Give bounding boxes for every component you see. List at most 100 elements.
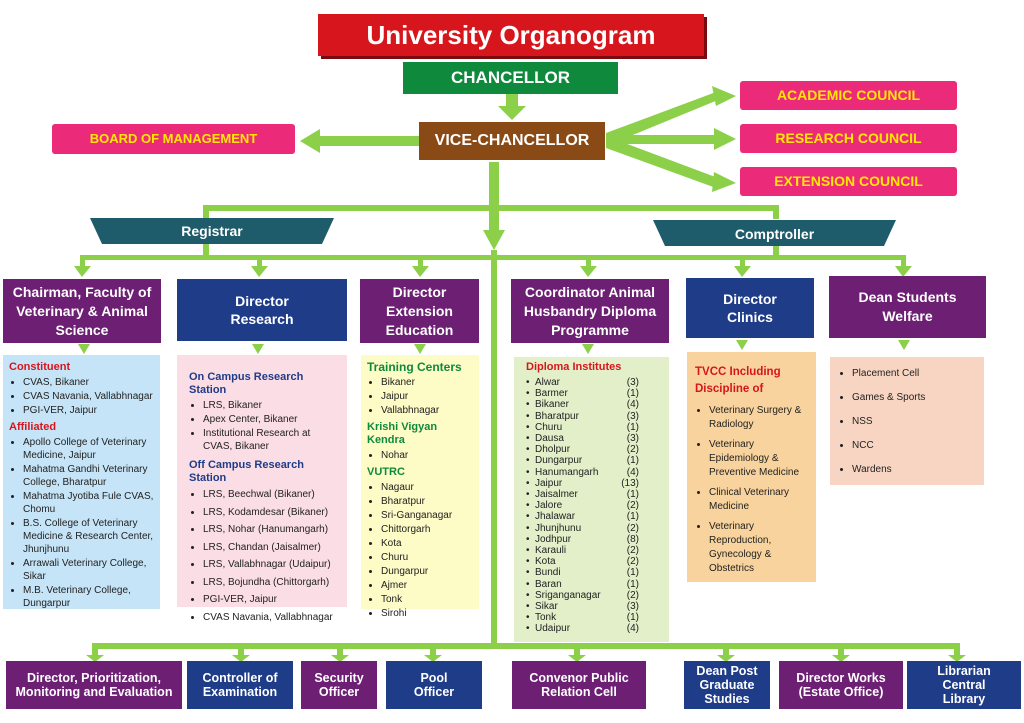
diploma-row: Tonk(1)	[526, 612, 639, 623]
registrar-label: Registrar	[181, 223, 243, 239]
diploma-row: Sikar(3)	[526, 601, 639, 612]
off-campus-heading: Off Campus Research Station	[189, 459, 304, 484]
diploma-row: Jodhpur(8)	[526, 534, 639, 545]
off-campus-list: LRS, Beechwal (Bikaner) LRS, Kodamdesar …	[189, 487, 341, 626]
list-item: Sirohi	[381, 607, 473, 620]
list-item: NSS	[852, 415, 978, 428]
list-item: Ajmer	[381, 579, 473, 592]
list-item: Wardens	[852, 463, 978, 476]
comptroller-shape	[653, 220, 896, 246]
diploma-count: (3)	[626, 377, 639, 388]
diploma-district: Churu	[526, 422, 562, 433]
head-director-clinics: Director Clinics	[686, 278, 814, 338]
diploma-row: Kota (2)	[526, 556, 639, 567]
list-item: Nohar	[381, 449, 473, 462]
on-campus-heading: On Campus Research Station	[189, 371, 304, 396]
research-panel: On Campus Research Station LRS, Bikaner …	[177, 355, 347, 623]
diploma-count: (2)	[626, 589, 639, 601]
diploma-panel: Diploma Institutes Alwar(3)Barmer(1)Bika…	[514, 357, 669, 642]
diploma-row: Bikaner(4)	[526, 399, 639, 410]
head-dean-students-welfare: Dean Students Welfare	[829, 276, 986, 338]
diploma-count: (2)	[626, 500, 639, 512]
diploma-row: Hanumangarh(4)	[526, 467, 639, 478]
diploma-count: (2)	[626, 545, 639, 557]
diploma-count: (1)	[626, 578, 639, 590]
diploma-row: Dholpur(2)	[526, 444, 639, 455]
welfare-panel: Placement Cell Games & Sports NSS NCC Wa…	[830, 357, 984, 485]
diploma-count: (1)	[626, 511, 639, 523]
diploma-count: (1)	[626, 567, 639, 579]
list-item: Arrawali Veterinary College, Sikar	[23, 557, 154, 583]
diploma-count: (3)	[626, 410, 639, 422]
diploma-list: Alwar(3)Barmer(1)Bikaner(4)Bharatpur(3)C…	[526, 377, 639, 635]
diploma-count: (13)	[621, 477, 639, 489]
list-item: PGI-VER, Jaipur	[23, 404, 154, 417]
chancellor-box: CHANCELLOR	[403, 62, 618, 94]
tvcc-heading: TVCC Including Discipline of	[695, 366, 781, 395]
diploma-district: Hanumangarh	[526, 467, 598, 478]
bottom-librarian: Librarian Central Library	[907, 661, 1021, 709]
vutrc-heading: VUTRC	[367, 466, 405, 478]
list-item: LRS, Beechwal (Bikaner)	[203, 487, 341, 504]
bottom-security-officer: Security Officer	[301, 661, 377, 709]
diploma-district: Bharatpur	[526, 411, 579, 422]
list-item: Clinical Veterinary Medicine	[709, 486, 810, 514]
diploma-district: Sriganganagar	[526, 590, 601, 601]
board-of-management-box: BOARD OF MANAGEMENT	[52, 124, 295, 154]
diploma-district: Jhalawar	[526, 511, 575, 522]
bottom-controller-examination: Controller of Examination	[187, 661, 293, 709]
affiliated-heading: Affiliated	[9, 421, 57, 433]
training-centers-heading: Training Centers	[367, 360, 462, 374]
diploma-count: (1)	[626, 455, 639, 467]
diploma-count: (1)	[626, 421, 639, 433]
list-item: Games & Sports	[852, 391, 978, 404]
list-item: Jaipur	[381, 390, 473, 403]
diploma-heading: Diploma Institutes	[526, 361, 622, 373]
diploma-count: (2)	[626, 556, 639, 568]
vice-chancellor-box: VICE-CHANCELLOR	[419, 122, 605, 160]
bottom-pool-officer: Pool Officer	[386, 661, 482, 709]
list-item: Dungarpur	[381, 565, 473, 578]
extension-panel: Training Centers Bikaner Jaipur Vallabhn…	[361, 355, 479, 619]
diploma-district: Jaisalmer	[526, 489, 578, 500]
list-item: Chittorgarh	[381, 523, 473, 536]
head-coordinator-diploma: Coordinator Animal Husbandry Diploma Pro…	[511, 279, 669, 343]
clinics-list: Veterinary Surgery & Radiology Veterinar…	[695, 404, 810, 576]
list-item: Placement Cell	[852, 367, 978, 380]
diploma-row: Sriganganagar (2)	[526, 590, 639, 601]
diploma-district: Alwar	[526, 377, 560, 388]
list-item: Bharatpur	[381, 495, 473, 508]
diploma-district: Kota	[526, 556, 556, 567]
diploma-row: Jhunjhunu(2)	[526, 523, 639, 534]
diploma-row: Jaisalmer(1)	[526, 489, 639, 500]
list-item: PGI-VER, Jaipur	[203, 592, 341, 609]
list-item: M.B. Veterinary College, Dungarpur	[23, 584, 154, 610]
diploma-district: Tonk	[526, 612, 556, 623]
diploma-row: Bundi (1)	[526, 567, 639, 578]
clinics-panel: TVCC Including Discipline of Veterinary …	[687, 352, 816, 582]
diploma-row: Jhalawar (1)	[526, 511, 639, 522]
diploma-district: Bundi	[526, 567, 561, 578]
head-faculty: Chairman, Faculty of Veterinary & Animal…	[3, 279, 161, 343]
list-item: Vallabhnagar	[381, 404, 473, 417]
diploma-district: Dungarpur	[526, 455, 582, 466]
bottom-convenor-pr: Convenor Public Relation Cell	[512, 661, 646, 709]
diploma-count: (4)	[626, 399, 639, 411]
bottom-director-prioritization: Director, Prioritization, Monitoring and…	[6, 661, 182, 709]
research-council-box: RESEARCH COUNCIL	[740, 124, 957, 153]
vutrc-list: Nagaur Bharatpur Sri-Ganganagar Chittorg…	[367, 481, 473, 620]
list-item: NCC	[852, 439, 978, 452]
list-item: LRS, Bojundha (Chittorgarh)	[203, 575, 341, 592]
head-director-research: Director Research	[177, 279, 347, 341]
diploma-row: Karauli(2)	[526, 545, 639, 556]
diploma-count: (3)	[626, 433, 639, 445]
kvk-list: Nohar	[367, 449, 473, 462]
list-item: Mahatma Jyotiba Fule CVAS, Chomu	[23, 490, 154, 516]
list-item: CVAS, Bikaner	[23, 376, 154, 389]
list-item: Apex Center, Bikaner	[203, 413, 341, 426]
registrar-shape	[90, 218, 334, 244]
diploma-district: Jodhpur	[526, 534, 571, 545]
bottom-director-works: Director Works (Estate Office)	[779, 661, 903, 709]
list-item: Veterinary Surgery & Radiology	[709, 404, 810, 432]
academic-council-box: ACADEMIC COUNCIL	[740, 81, 957, 110]
